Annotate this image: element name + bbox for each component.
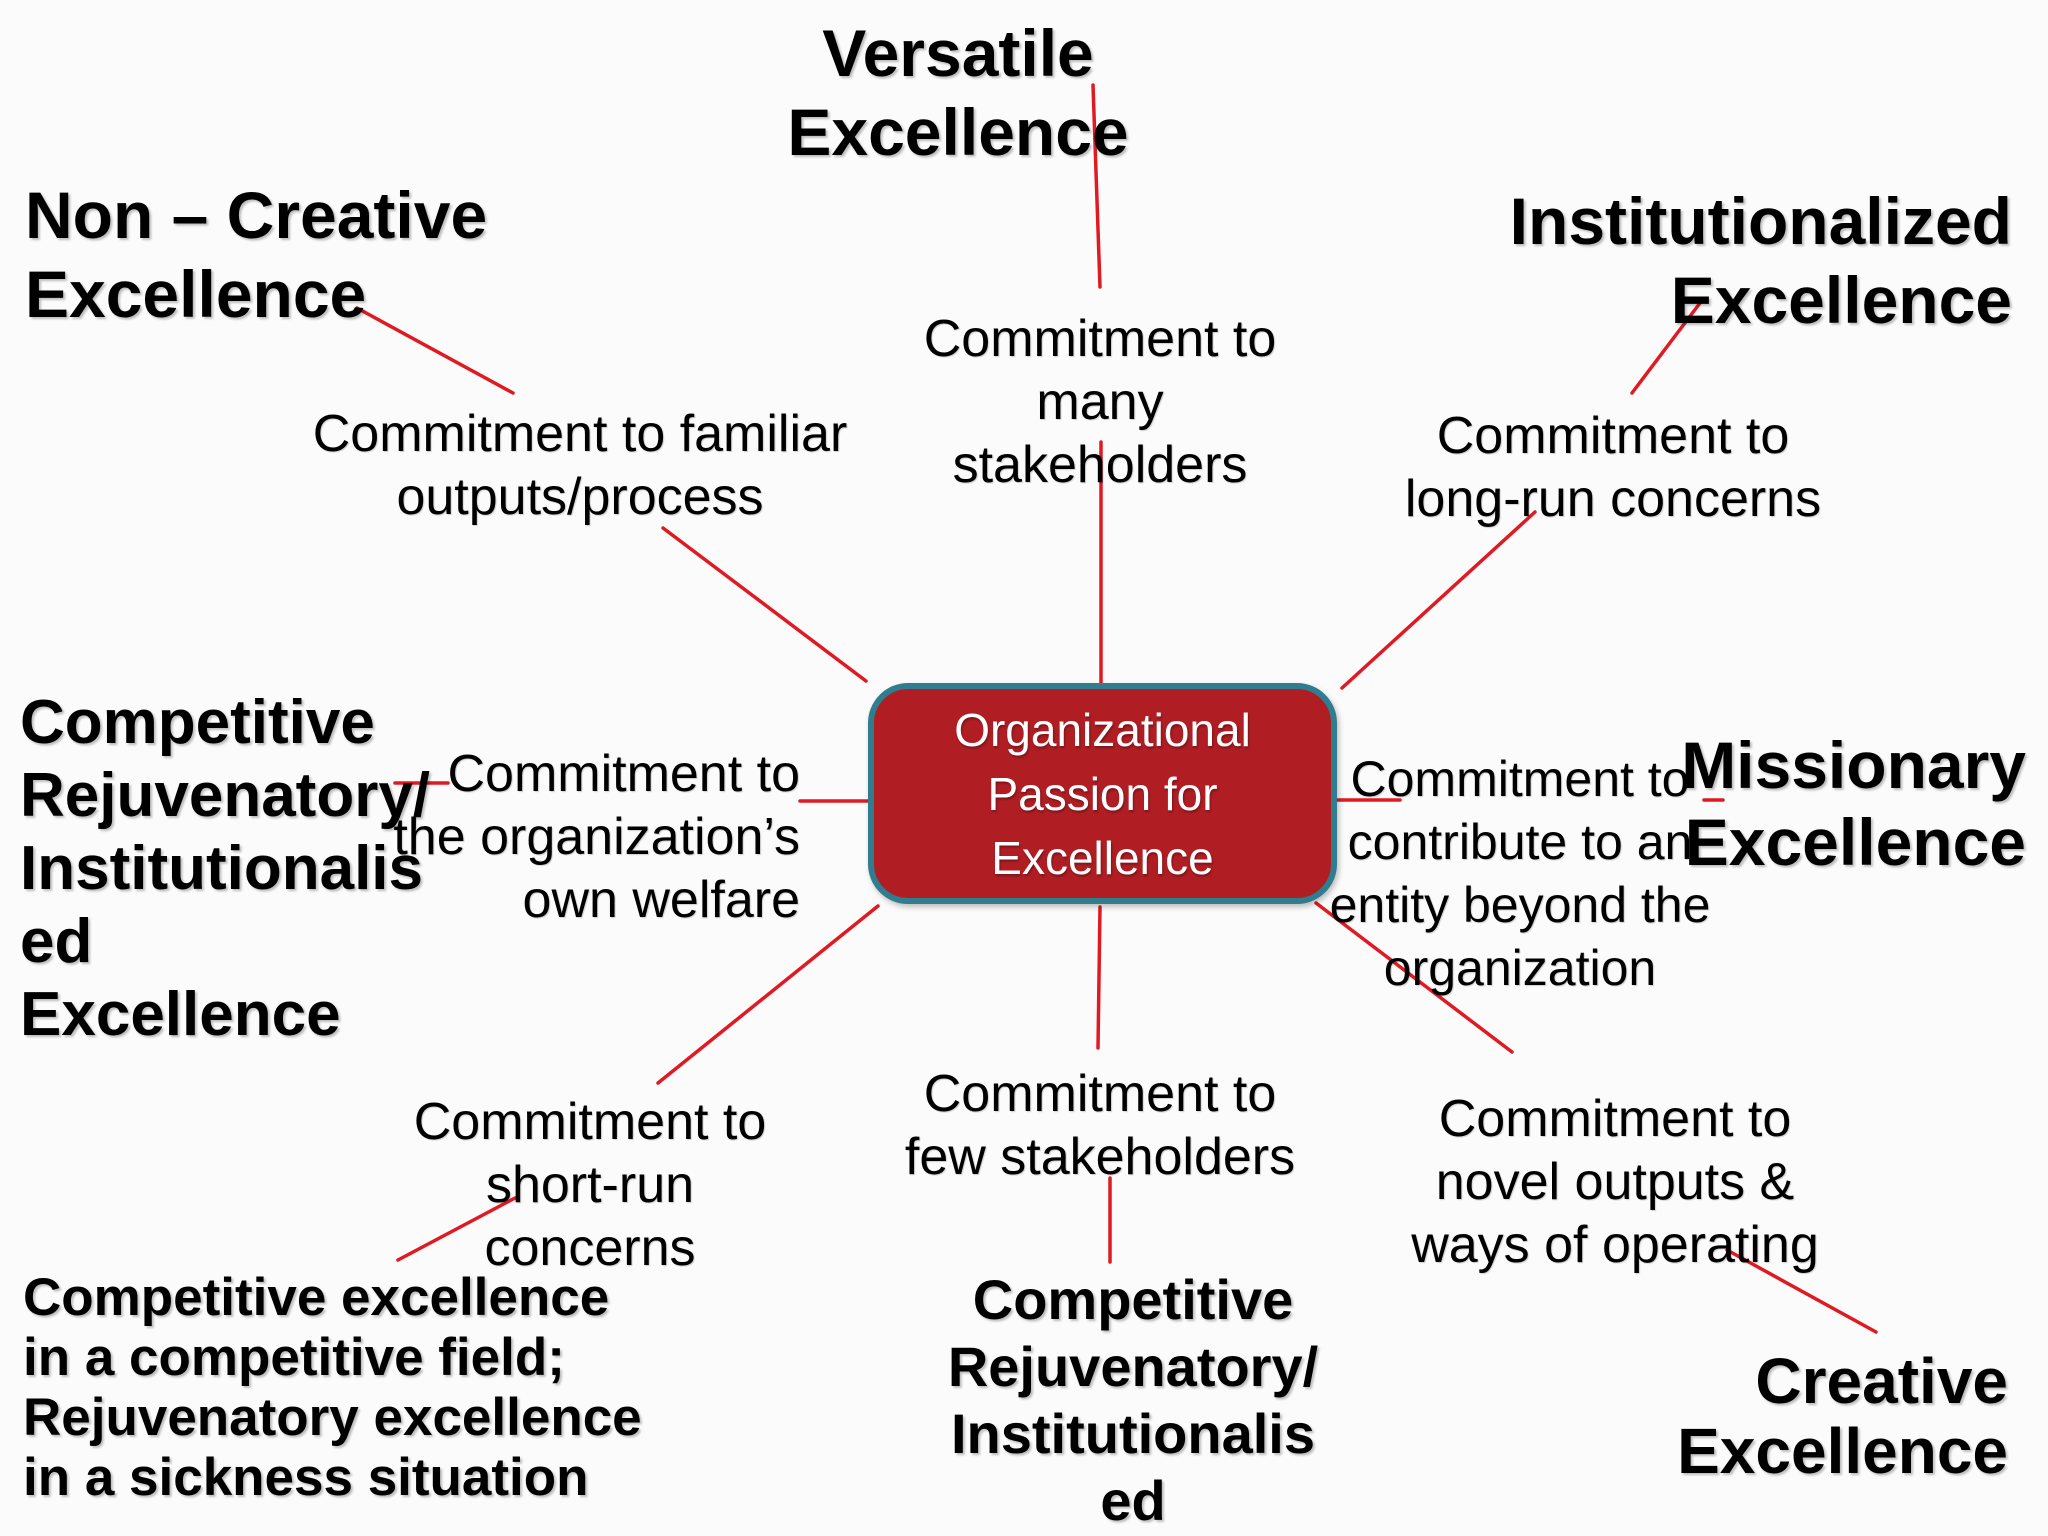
connector-bottomleft-text-to-label <box>396 1196 517 1262</box>
label-line: Rejuvenatory/ <box>20 761 431 830</box>
label-line: Institutionalis <box>951 1402 1315 1465</box>
connector-bottomleft-node-to-text <box>656 904 880 1085</box>
label-line: in a competitive field; <box>23 1328 565 1387</box>
label-line: ed <box>1100 1469 1166 1532</box>
label-line: Non – Creative <box>25 178 488 252</box>
commitment-line: Commitment to familiar <box>312 405 848 463</box>
center-node: Organizational Passion for Excellence <box>868 683 1337 904</box>
center-node-line: Organizational <box>954 703 1251 756</box>
commitment-short-run-concerns: Commitment to short-run concerns <box>340 1091 840 1280</box>
label-versatile-excellence: Versatile Excellence <box>658 14 1258 172</box>
connector-topright-text-to-node <box>1340 510 1537 690</box>
connector-bottom-node-to-text <box>1096 905 1102 1050</box>
commitment-line: long-run concerns <box>1404 470 1822 528</box>
label-creative-excellence: Creative Excellence <box>1677 1346 2008 1486</box>
connector-topleft-label-to-text <box>355 306 515 395</box>
connector-bottomright-text-to-label <box>1725 1248 1878 1334</box>
commitment-line: contribute to an <box>1347 814 1693 870</box>
label-line: Excellence <box>1684 805 2026 879</box>
commitment-line: Commitment to <box>1438 1090 1792 1148</box>
label-line: Rejuvenatory/ <box>947 1335 1319 1398</box>
commitment-line: many <box>1036 373 1164 431</box>
commitment-long-run-concerns: Commitment to long-run concerns <box>1363 405 1863 531</box>
label-line: ed <box>20 907 93 976</box>
label-line: Excellence <box>1670 263 2012 337</box>
label-line: Competitive excellence <box>23 1268 610 1327</box>
commitment-entity-beyond-organization: Commitment to contribute to an entity be… <box>1300 748 1740 1000</box>
commitment-line: Commitment to <box>1350 751 1690 807</box>
label-competitive-rejuvenatory-institutionalised: Competitive Rejuvenatory/ Institutionali… <box>833 1266 1433 1534</box>
commitment-line: Commitment to <box>1436 407 1790 465</box>
commitment-few-stakeholders: Commitment to few stakeholders <box>850 1063 1350 1189</box>
label-competitive-rejuvenatory-situational-excellence: Competitive excellence in a competitive … <box>23 1268 642 1508</box>
commitment-line: Commitment to <box>447 745 800 803</box>
label-line: Creative <box>1755 1345 2008 1417</box>
commitment-line: entity beyond the <box>1329 877 1711 933</box>
commitment-familiar-outputs-process: Commitment to familiar outputs/process <box>280 403 880 529</box>
commitment-line: Commitment to <box>923 1065 1277 1123</box>
connector-top-label-to-text <box>1091 83 1102 289</box>
commitment-line: the organization’s <box>393 808 800 866</box>
commitment-line: stakeholders <box>952 436 1248 494</box>
label-line: Competitive <box>20 688 375 757</box>
commitment-line: own welfare <box>522 871 800 929</box>
label-line: Institutionalis <box>20 834 423 903</box>
label-competitive-rejuvenatory-institutionalised-excellence: Competitive Rejuvenatory/ Institutionali… <box>20 686 430 1051</box>
commitment-line: organization <box>1383 940 1657 996</box>
commitment-line: few stakeholders <box>904 1128 1296 1186</box>
label-line: Rejuvenatory excellence <box>23 1388 642 1447</box>
label-line: Excellence <box>25 257 367 331</box>
commitment-line: outputs/process <box>396 468 764 526</box>
commitment-line: short-run <box>485 1156 695 1214</box>
commitment-line: Commitment to <box>413 1093 767 1151</box>
label-line: Versatile <box>822 16 1094 90</box>
label-line: in a sickness situation <box>23 1448 589 1507</box>
label-line: Missionary <box>1681 728 2026 802</box>
commitment-line: concerns <box>484 1219 696 1277</box>
commitment-organizations-own-welfare: Commitment to the organization’s own wel… <box>350 743 800 932</box>
label-institutionalized-excellence: Institutionalized Excellence <box>1510 182 2012 340</box>
label-line: Institutionalized <box>1509 184 2012 258</box>
label-line: Excellence <box>1677 1415 2008 1487</box>
label-non-creative-excellence: Non – Creative Excellence <box>25 176 487 334</box>
connector-topright-label-to-text <box>1630 301 1702 395</box>
commitment-line: ways of operating <box>1411 1216 1819 1274</box>
center-node-line: Excellence <box>991 831 1214 884</box>
center-node-line: Passion for <box>987 767 1218 820</box>
connector-topleft-text-to-node <box>661 526 868 683</box>
connector-bottomright-node-to-text <box>1314 901 1514 1054</box>
commitment-line: Commitment to <box>923 310 1277 368</box>
label-line: Competitive <box>972 1268 1294 1331</box>
commitment-many-stakeholders: Commitment to many stakeholders <box>850 308 1350 497</box>
commitment-novel-outputs: Commitment to novel outputs & ways of op… <box>1365 1088 1865 1277</box>
label-line: Excellence <box>787 95 1129 169</box>
label-line: Excellence <box>20 980 341 1049</box>
commitment-line: novel outputs & <box>1435 1153 1795 1211</box>
center-node-text: Organizational Passion for Excellence <box>954 698 1251 890</box>
label-missionary-excellence: Missionary Excellence <box>1681 727 2026 881</box>
